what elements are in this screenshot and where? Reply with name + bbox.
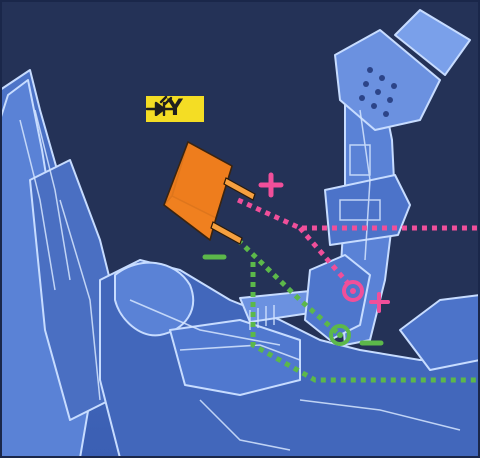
component-label: Y [146, 96, 204, 122]
positive-marker-robot [371, 294, 388, 311]
positive-marker-led [261, 175, 281, 195]
led-symbol-icon [146, 96, 174, 116]
